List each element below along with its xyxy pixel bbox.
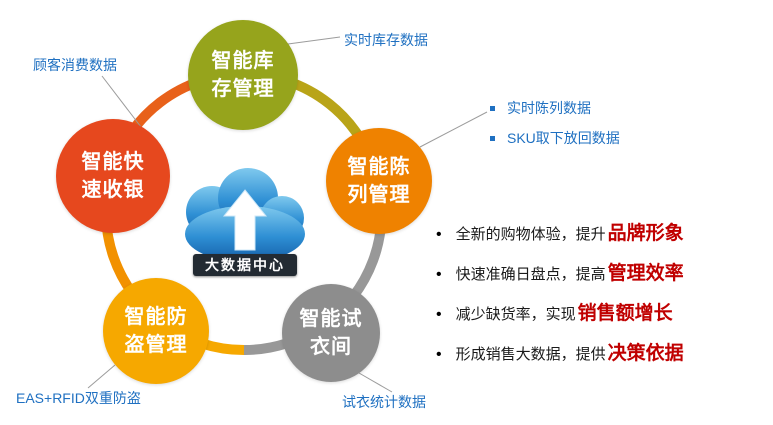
benefit-highlight: 销售额增长 bbox=[577, 303, 673, 324]
callout-display-line1: 实时陈列数据 bbox=[507, 100, 591, 116]
node-fitting: 智能试衣间 bbox=[282, 284, 380, 382]
bullet-icon: • bbox=[436, 266, 442, 283]
benefit-text: 形成销售大数据，提供 bbox=[455, 346, 606, 363]
bullet-icon bbox=[490, 105, 495, 111]
bullet-icon: • bbox=[436, 346, 442, 363]
callout-line-fitting bbox=[358, 372, 393, 393]
cloud-icon bbox=[185, 168, 305, 262]
benefit-item: • 快速准确日盘点，提高管理效率 bbox=[436, 258, 771, 285]
callout-display-row: 实时陈列数据 bbox=[490, 98, 620, 118]
node-inventory: 智能库存管理 bbox=[188, 20, 298, 130]
benefits-list: • 全新的购物体验，提升品牌形象 • 快速准确日盘点，提高管理效率 • 减少缺货… bbox=[436, 218, 771, 378]
benefit-item: • 减少缺货率，实现销售额增长 bbox=[436, 298, 771, 325]
callout-fitting-data: 试衣统计数据 bbox=[342, 394, 426, 410]
node-checkout-label: 智能快速收银 bbox=[81, 151, 145, 201]
bullet-icon bbox=[490, 135, 495, 141]
node-inventory-label: 智能库存管理 bbox=[211, 50, 275, 100]
node-antitheft-label: 智能防盗管理 bbox=[124, 306, 188, 356]
benefit-item: • 形成销售大数据，提供决策依据 bbox=[436, 338, 771, 365]
callout-customer-data: 顾客消费数据 bbox=[33, 57, 117, 73]
node-fitting-label: 智能试衣间 bbox=[299, 308, 363, 358]
benefit-highlight: 品牌形象 bbox=[607, 223, 684, 244]
bullet-icon: • bbox=[436, 306, 442, 323]
benefit-item: • 全新的购物体验，提升品牌形象 bbox=[436, 218, 771, 245]
callout-line-antitheft bbox=[87, 364, 116, 389]
big-data-center-banner: 大数据中心 bbox=[193, 254, 297, 276]
callout-line-display bbox=[419, 111, 488, 148]
callout-line-inventory bbox=[287, 36, 341, 45]
benefit-highlight: 管理效率 bbox=[607, 263, 684, 284]
callout-inventory-data: 实时库存数据 bbox=[344, 32, 428, 48]
benefit-highlight: 决策依据 bbox=[607, 343, 684, 364]
benefit-text: 减少缺货率，实现 bbox=[455, 306, 576, 323]
node-display-label: 智能陈列管理 bbox=[347, 156, 411, 206]
callout-display-row: SKU取下放回数据 bbox=[490, 128, 620, 148]
node-antitheft: 智能防盗管理 bbox=[103, 278, 209, 384]
node-checkout: 智能快速收银 bbox=[56, 119, 170, 233]
up-arrow-icon bbox=[222, 189, 268, 251]
benefit-text: 快速准确日盘点，提高 bbox=[455, 266, 606, 283]
big-data-center-cloud bbox=[170, 160, 320, 275]
callout-line-customer bbox=[101, 75, 142, 128]
node-display: 智能陈列管理 bbox=[326, 128, 432, 234]
callout-display-data: 实时陈列数据 SKU取下放回数据 bbox=[490, 98, 620, 158]
benefit-text: 全新的购物体验，提升 bbox=[455, 226, 606, 243]
bullet-icon: • bbox=[436, 226, 442, 243]
callout-display-line2: SKU取下放回数据 bbox=[507, 130, 620, 146]
callout-antitheft-data: EAS+RFID双重防盗 bbox=[16, 390, 141, 406]
